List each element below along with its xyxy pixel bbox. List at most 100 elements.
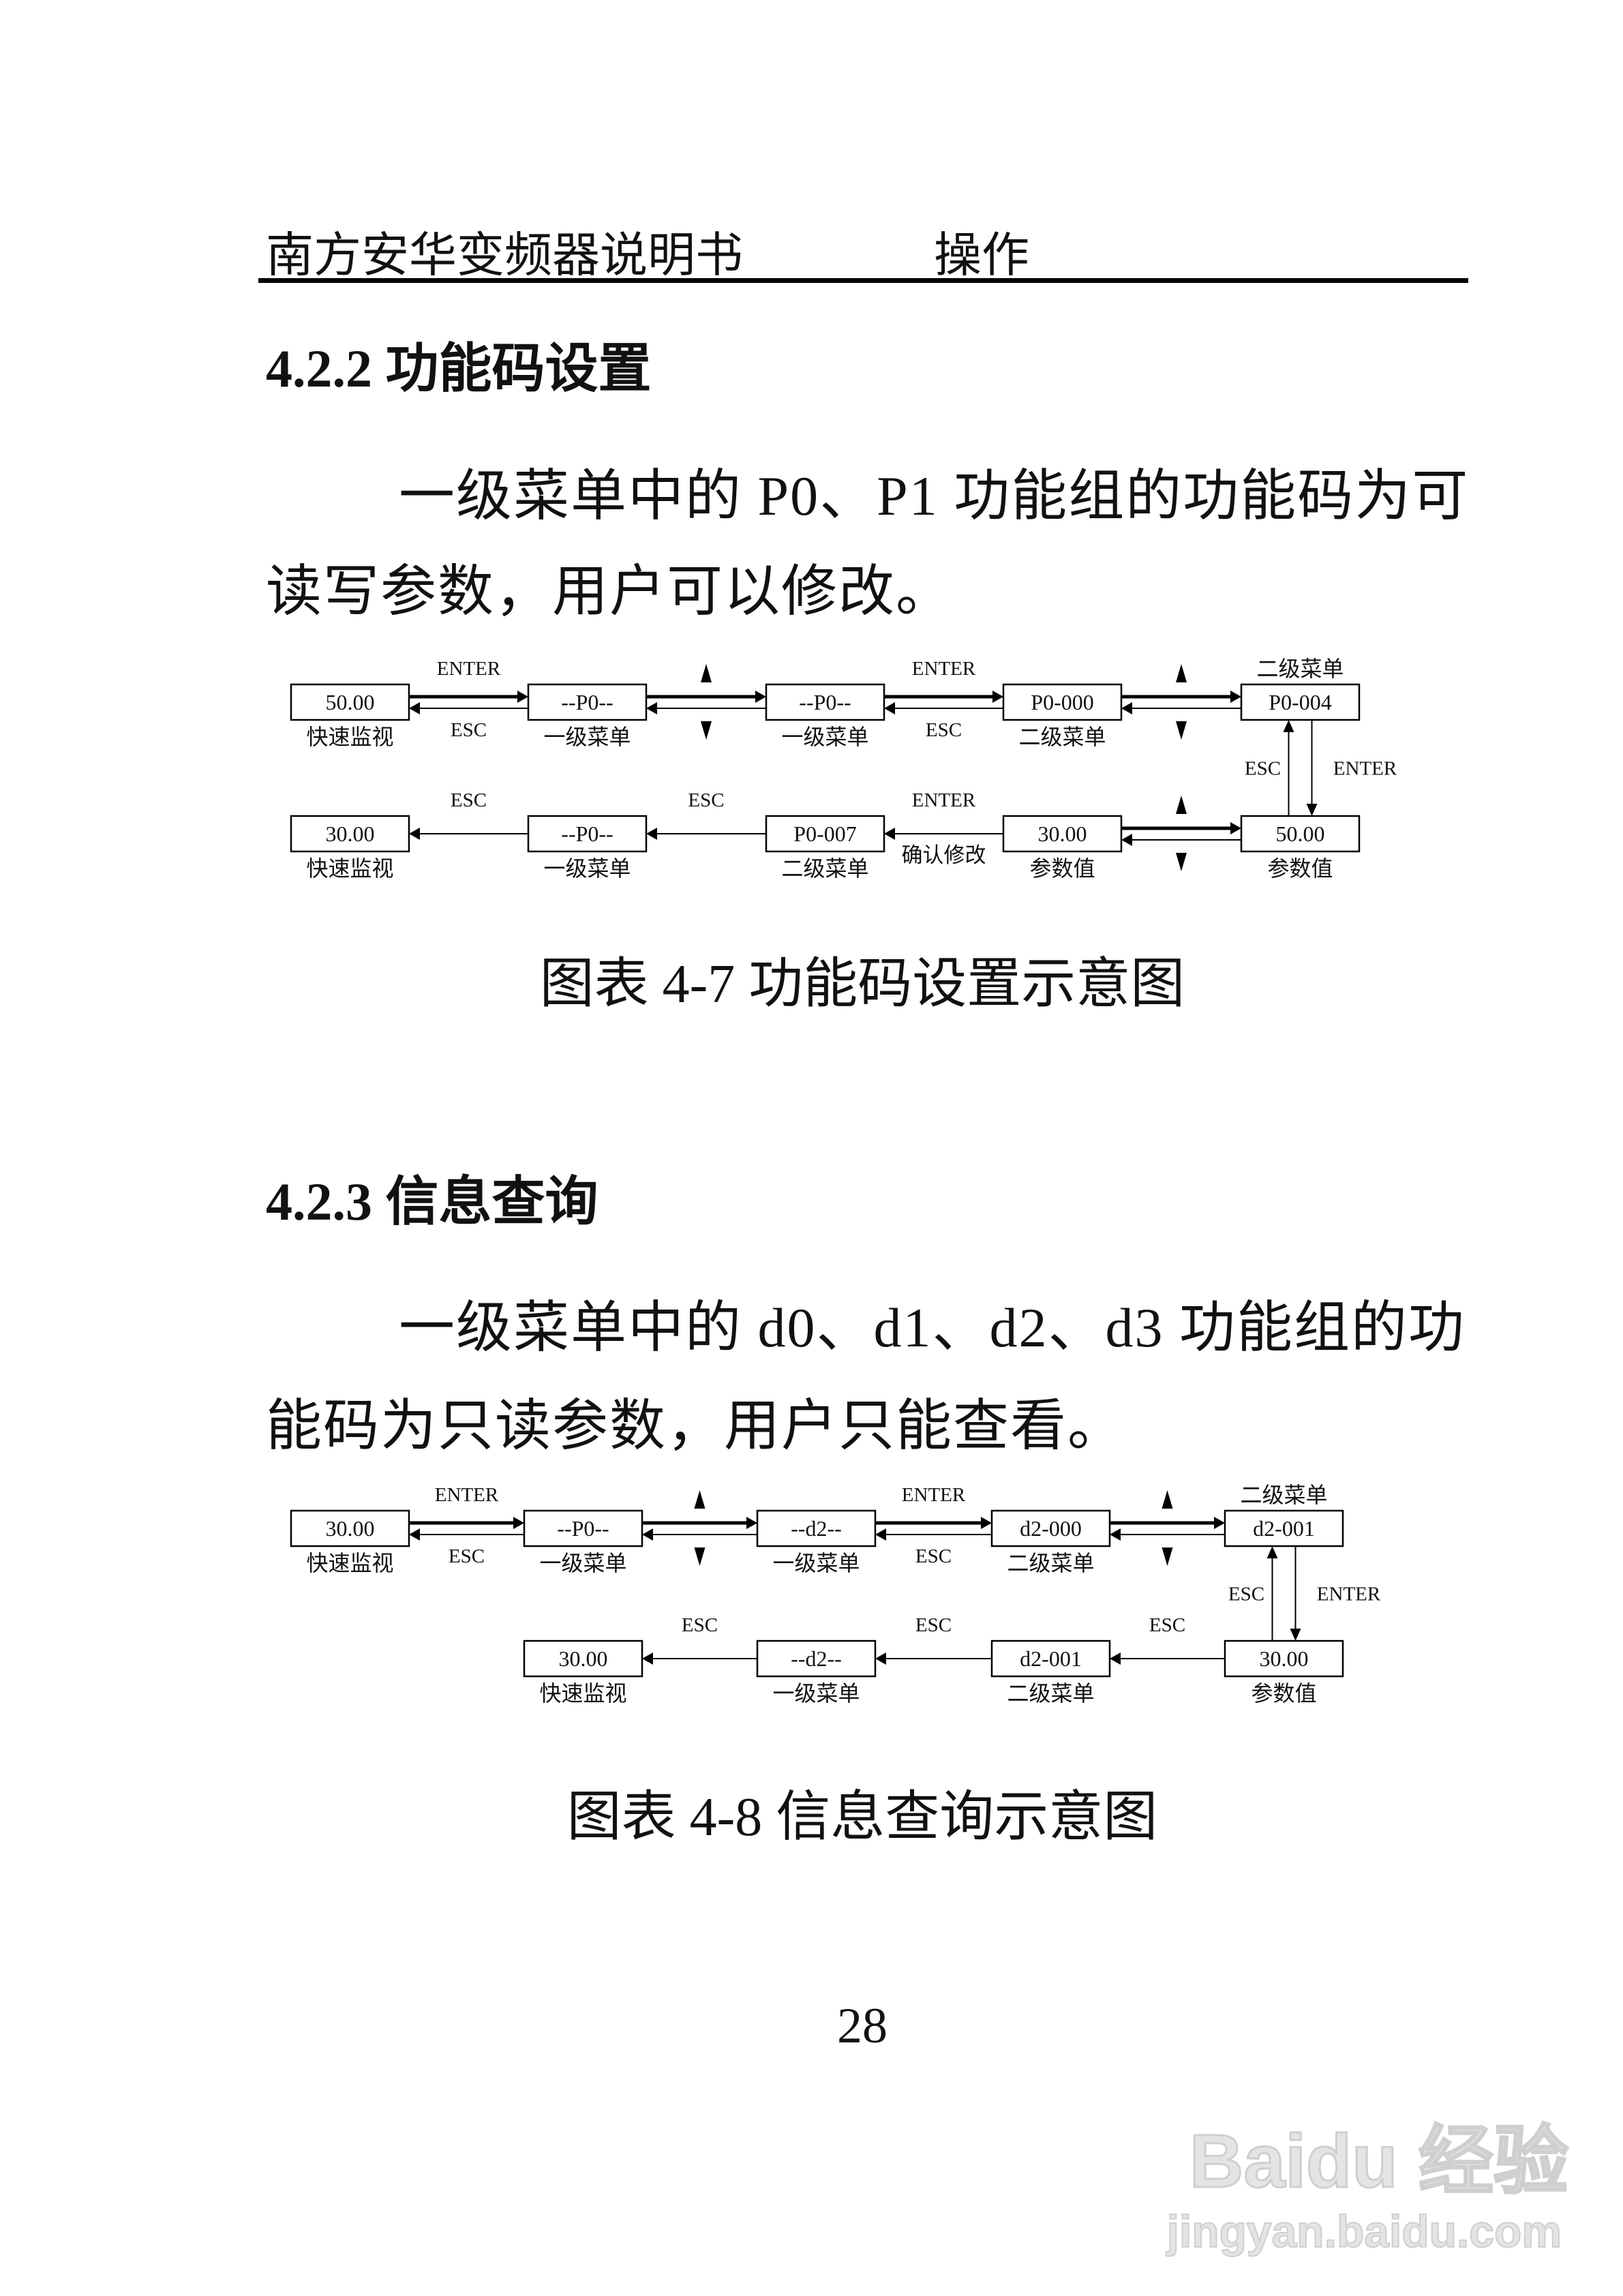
arrowhead-icon <box>875 1652 886 1665</box>
down-key-triangle-icon <box>701 721 712 740</box>
up-key-triangle-icon <box>1176 796 1187 814</box>
confirm-change-label: 确认修改 <box>902 843 986 867</box>
key-label: ESC <box>1149 1614 1185 1636</box>
arrowhead-icon <box>409 828 420 840</box>
display-label: 快速监视 <box>539 1681 626 1706</box>
esc-key-label: ESC <box>926 719 962 741</box>
display-value: d2-000 <box>1020 1516 1082 1541</box>
arrowhead-icon <box>1110 1528 1121 1541</box>
display-value: 30.00 <box>326 1516 375 1541</box>
display-value: 50.00 <box>1276 821 1325 846</box>
enter-key-label: ENTER <box>435 1484 499 1506</box>
arrowhead-icon <box>1110 1652 1121 1665</box>
display-label: 二级菜单 <box>1007 1681 1094 1706</box>
baidu-watermark-logo: Baidu 经验 <box>1188 2119 1569 2205</box>
up-key-triangle-icon <box>1176 664 1187 682</box>
display-label: 一级菜单 <box>781 725 868 749</box>
section-heading-4-2-2: 4.2.2 功能码设置 <box>266 339 652 398</box>
display-label: 参数值 <box>1029 856 1095 881</box>
display-label: 参数值 <box>1267 856 1333 881</box>
arrowhead-icon <box>1214 1517 1225 1529</box>
menu-display-box <box>290 683 410 721</box>
display-value: 30.00 <box>1260 1646 1309 1671</box>
display-value: 50.00 <box>326 690 375 714</box>
up-key-triangle-icon <box>694 1490 706 1509</box>
menu-display-box <box>1224 1509 1344 1547</box>
display-label: 二级菜单 <box>1007 1551 1094 1575</box>
display-label: 二级菜单 <box>1018 725 1106 749</box>
display-value: --P0-- <box>557 1516 609 1541</box>
arrowhead-icon <box>875 1528 886 1541</box>
header-rule <box>258 278 1468 283</box>
display-value: 30.00 <box>1038 821 1087 846</box>
down-key-triangle-icon <box>1176 853 1187 871</box>
arrowhead-icon <box>513 1517 524 1529</box>
display-label: 一级菜单 <box>539 1551 626 1575</box>
enter-key-label: ENTER <box>437 658 501 680</box>
display-label: 快速监视 <box>306 1551 393 1575</box>
arrowhead-icon <box>1306 804 1318 816</box>
display-value: P0-004 <box>1269 690 1331 714</box>
arrowhead-icon <box>642 1528 653 1541</box>
header-chapter: 操作 <box>934 230 1029 282</box>
arrowhead-icon <box>981 1517 992 1529</box>
paragraph-line: 一级菜单中的 d0、d1、d2、d3 功能组的功 <box>399 1297 1466 1359</box>
key-label: ESC <box>688 789 724 811</box>
display-value: d2-001 <box>1020 1646 1082 1671</box>
arrowhead-icon <box>1290 1629 1301 1641</box>
display-label: 参数值 <box>1251 1681 1316 1706</box>
key-label: ENTER <box>912 789 976 811</box>
esc-key-label: ESC <box>915 1545 952 1567</box>
down-key-triangle-icon <box>1162 1547 1173 1566</box>
menu-display-box <box>290 815 410 853</box>
menu-display-box <box>990 1509 1111 1547</box>
arrowhead-icon <box>746 1517 757 1529</box>
up-key-triangle-icon <box>1162 1490 1173 1509</box>
display-value: P0-000 <box>1031 690 1093 714</box>
display-value: --d2-- <box>791 1646 842 1671</box>
display-label: 一级菜单 <box>543 725 631 749</box>
baidu-watermark-url: jingyan.baidu.com <box>1166 2205 1562 2257</box>
paragraph-line: 能码为只读参数，用户只能查看。 <box>266 1395 1125 1457</box>
key-label: ESC <box>915 1614 952 1636</box>
page-number: 28 <box>837 1998 888 2054</box>
esc-key-label: ESC <box>1228 1584 1264 1605</box>
esc-key-label: ESC <box>1245 758 1281 780</box>
display-label: 二级菜单 <box>1240 1483 1327 1507</box>
display-value: P0-007 <box>793 821 856 846</box>
esc-key-label: ESC <box>451 719 487 741</box>
esc-key-label: ESC <box>449 1545 485 1567</box>
display-value: 30.00 <box>326 821 375 846</box>
display-label: 快速监视 <box>306 856 393 881</box>
paragraph-line: 一级菜单中的 P0、P1 功能组的功能码为可 <box>399 465 1470 527</box>
menu-display-box <box>523 1509 643 1547</box>
arrowhead-icon <box>1121 834 1132 846</box>
display-label: 一级菜单 <box>543 856 631 881</box>
arrowhead-icon <box>884 702 895 714</box>
display-label: 一级菜单 <box>772 1551 860 1575</box>
key-label: ESC <box>682 1614 718 1636</box>
display-label: 快速监视 <box>306 725 393 749</box>
paragraph-line: 读写参数，用户可以修改。 <box>266 560 954 622</box>
section-heading-4-2-3: 4.2.3 信息查询 <box>266 1172 598 1231</box>
menu-display-box <box>1002 683 1123 721</box>
down-key-triangle-icon <box>694 1547 706 1566</box>
menu-display-box <box>1240 683 1361 721</box>
arrowhead-icon <box>1121 702 1132 714</box>
arrowhead-icon <box>1283 720 1294 732</box>
display-value: 30.00 <box>559 1646 608 1671</box>
display-value: d2-001 <box>1253 1516 1315 1541</box>
enter-key-label: ENTER <box>902 1484 966 1506</box>
menu-display-box <box>756 1509 877 1547</box>
arrowhead-icon <box>409 702 420 714</box>
menu-display-box <box>527 683 648 721</box>
key-label: ESC <box>451 789 487 811</box>
info-query-diagram: 30.00 快速监视 --P0-- 一级菜单 --d2-- 一级菜单 d2-000 二级菜单 d… <box>290 1483 1381 1706</box>
arrowhead-icon <box>409 1528 420 1541</box>
menu-display-box <box>290 1509 410 1547</box>
arrowhead-icon <box>517 691 528 703</box>
down-key-triangle-icon <box>1176 721 1187 740</box>
arrowhead-icon <box>755 691 766 703</box>
menu-display-box <box>765 683 885 721</box>
menu-display-box <box>527 815 648 853</box>
